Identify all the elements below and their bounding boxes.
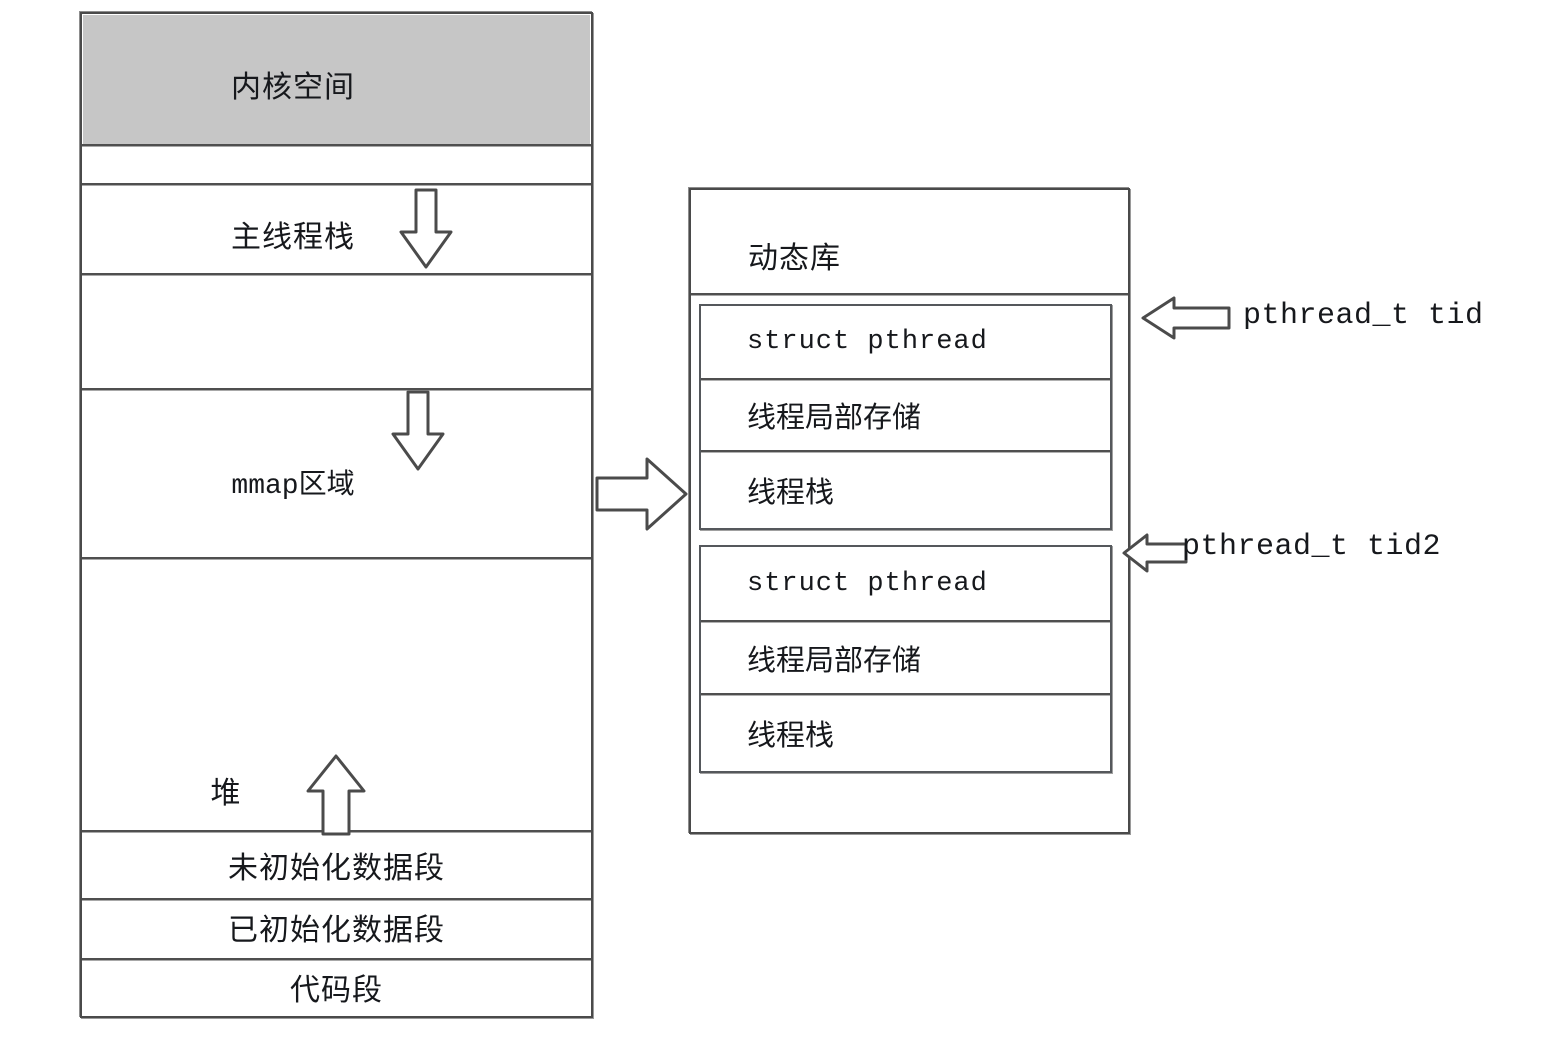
divider-bss-bottom: [82, 898, 591, 900]
thread-2-stack-row: 线程栈: [747, 720, 835, 752]
annotation-pthread-t-tid2: pthread_t tid2: [1182, 530, 1442, 564]
segment-label-mmap-region: mmap区域: [231, 471, 355, 502]
arrow-right-mmap-to-library-icon: [594, 452, 690, 536]
thread-1-stack-row: 线程栈: [747, 477, 835, 509]
segment-label-kernel-space: 内核空间: [231, 71, 355, 104]
thread-1-struct-pthread-row: struct pthread: [747, 327, 988, 357]
kernel-space-band: [83, 15, 590, 144]
process-address-space-panel: [80, 12, 593, 1018]
thread-1-tls-row: 线程局部存储: [747, 402, 922, 434]
arrow-left-tid-pointer-icon: [1140, 292, 1232, 344]
arrow-down-main-stack-icon: [398, 188, 454, 270]
divider-kernel-bottom: [82, 144, 591, 146]
arrow-left-tid2-pointer-icon: [1121, 529, 1189, 577]
dynamic-library-title: 动态库: [748, 242, 841, 275]
divider-gap-top-bottom: [82, 183, 591, 185]
arrow-down-mmap-icon: [390, 390, 446, 472]
thread-1-divider-2: [701, 450, 1110, 452]
divider-gap-middle-bottom: [82, 388, 591, 390]
thread-1-divider-1: [701, 378, 1110, 380]
arrow-up-heap-icon: [305, 753, 367, 837]
thread-block-1: [699, 304, 1112, 530]
divider-main-stack-bottom: [82, 273, 591, 275]
segment-label-bss: 未初始化数据段: [228, 852, 445, 885]
segment-label-heap: 堆: [210, 777, 242, 810]
divider-data-bottom: [82, 958, 591, 960]
thread-block-2: [699, 545, 1112, 773]
segment-label-data: 已初始化数据段: [228, 914, 445, 947]
thread-2-struct-pthread-row: struct pthread: [747, 568, 988, 599]
divider-dynamic-library-title-bottom: [691, 293, 1128, 295]
segment-label-text: 代码段: [290, 974, 383, 1007]
annotation-pthread-t-tid: pthread_t tid: [1243, 299, 1484, 333]
segment-label-main-thread-stack: 主线程栈: [231, 221, 355, 254]
thread-2-divider-1: [701, 620, 1110, 622]
thread-2-divider-2: [701, 693, 1110, 695]
divider-mmap-bottom: [82, 557, 591, 559]
thread-2-tls-row: 线程局部存储: [747, 644, 922, 677]
